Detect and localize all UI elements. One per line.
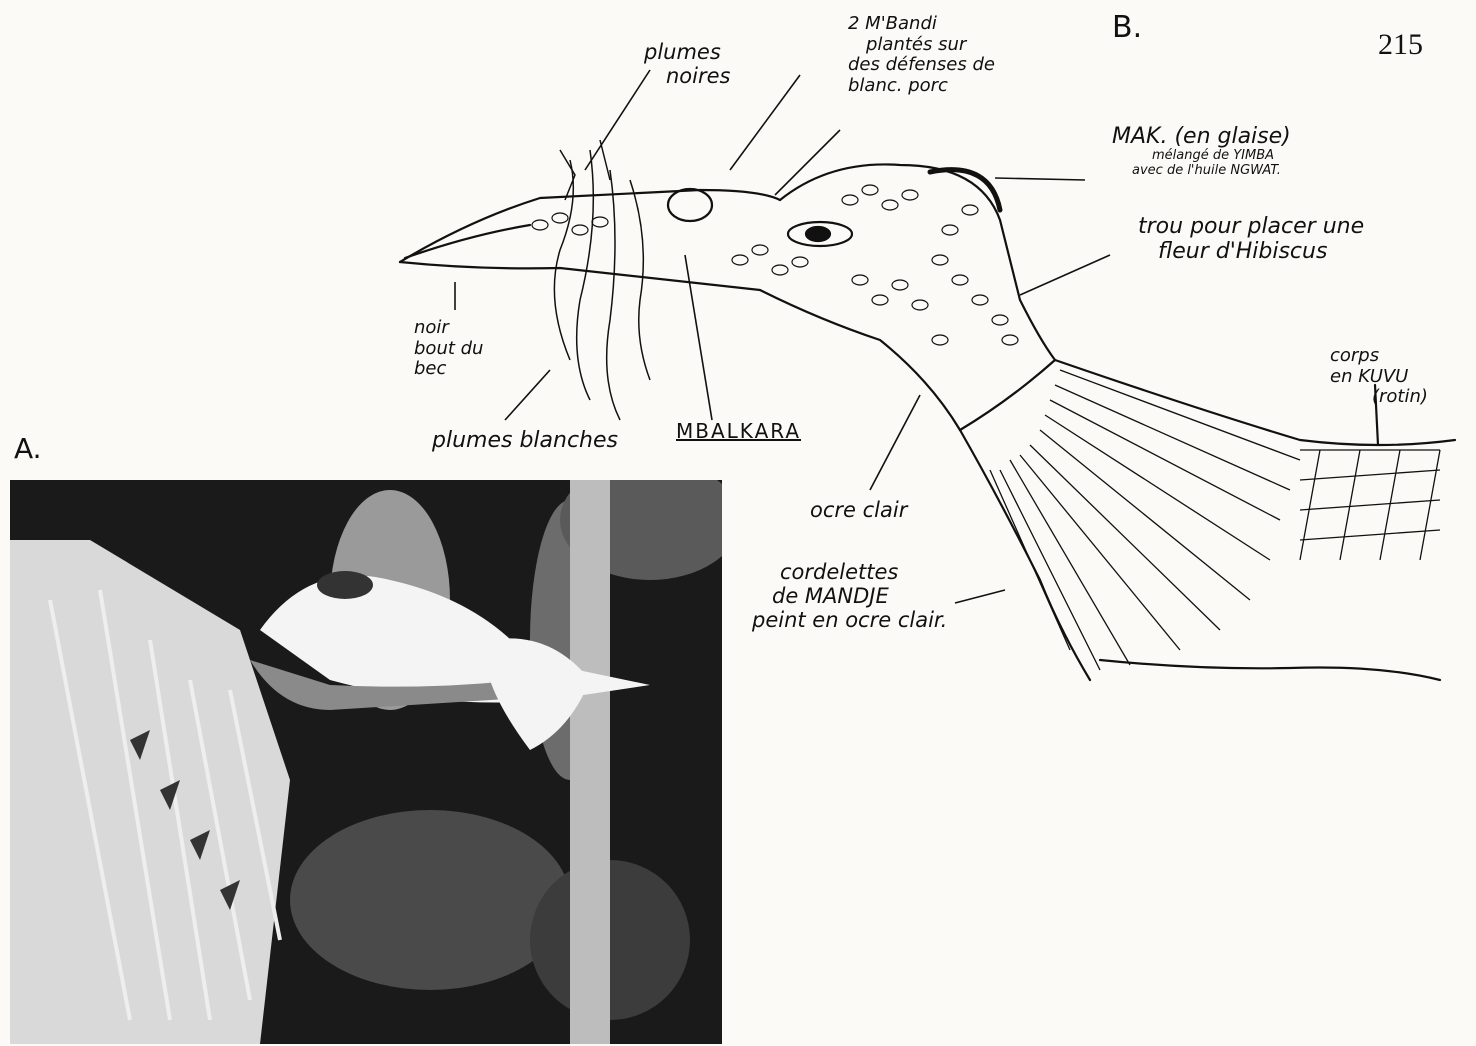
figure-a-label: A. — [14, 432, 42, 465]
label-plumes-blanches: plumes blanches — [432, 428, 618, 453]
label-mak: MAK. (en glaise) mélangé de YIMBA avec d… — [1112, 124, 1291, 179]
label-cordelettes-mandje: cordelettes de MANDJE peint en ocre clai… — [752, 560, 947, 632]
label-mbalkara: MBALKARA — [676, 420, 801, 443]
label-ocre-clair: ocre clair — [810, 498, 907, 522]
